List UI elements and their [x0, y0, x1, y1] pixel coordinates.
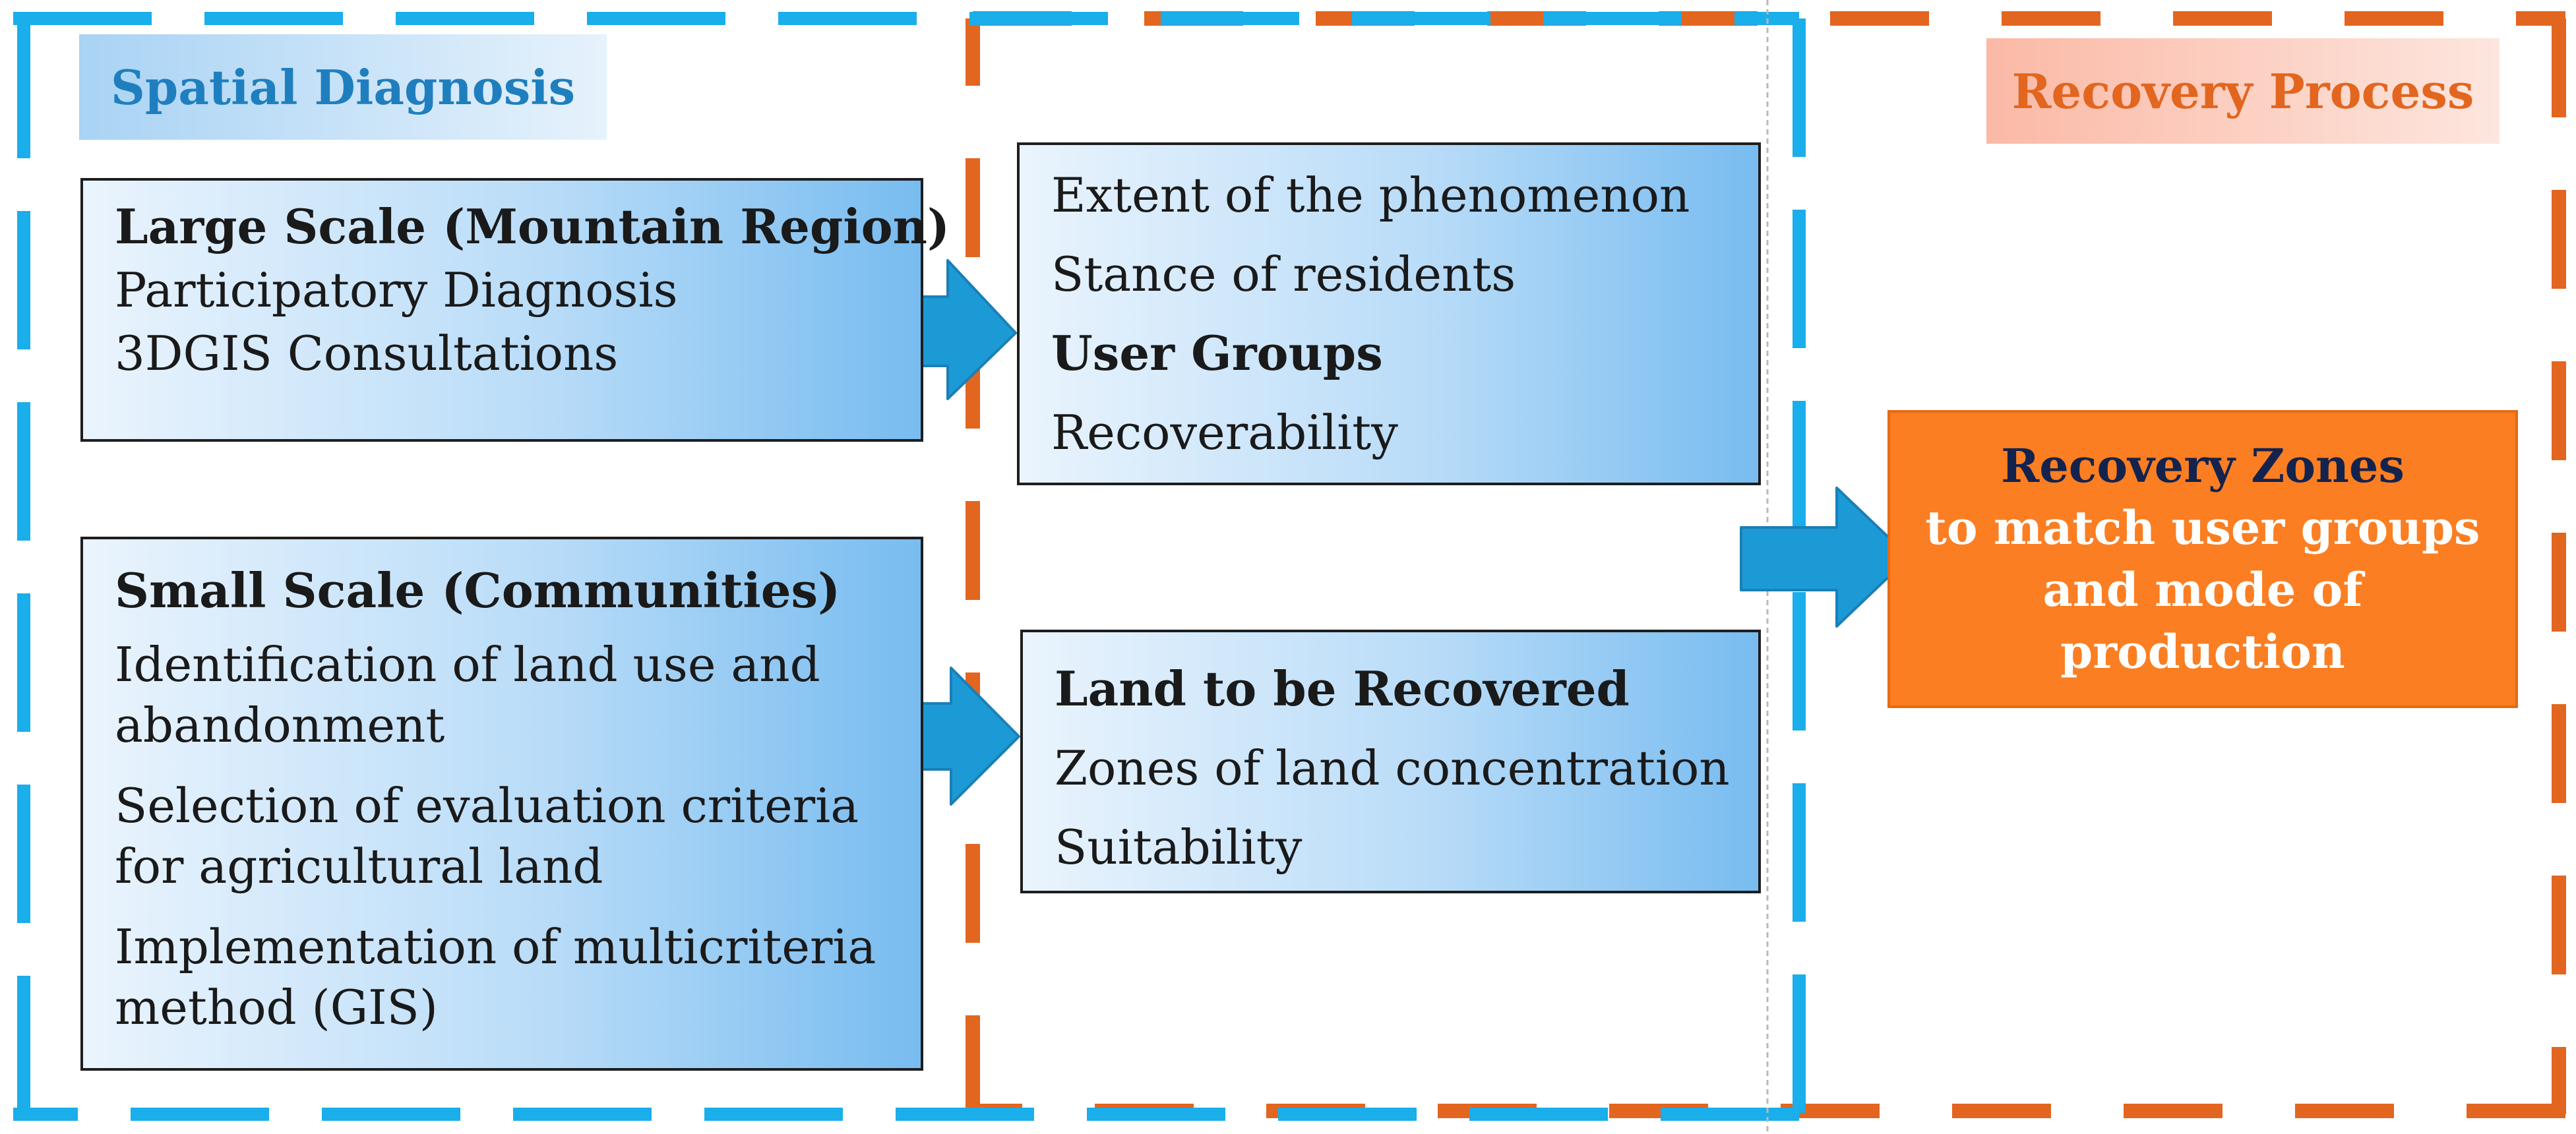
diagnosis-outcomes-box: Extent of the phenomenon Stance of resid…: [1017, 142, 1761, 485]
outcome-item: Stance of residents: [1051, 247, 1516, 302]
small-scale-item-line: Selection of evaluation criteria: [115, 778, 859, 833]
recovery-process-title: Recovery Process: [1986, 38, 2499, 144]
large-scale-box: Large Scale (Mountain Region) Participat…: [80, 178, 950, 442]
large-scale-item: Participatory Diagnosis: [115, 262, 678, 318]
land-item: Zones of land concentration: [1055, 740, 1730, 796]
large-scale-item: 3DGIS Consultations: [115, 326, 619, 381]
outcome-item: User Groups: [1051, 325, 1383, 381]
small-scale-box: Small Scale (Communities) Identification…: [80, 537, 923, 1071]
recovery-zones-line: and mode of: [2042, 562, 2363, 617]
spatial-diagnosis-dashed-frame: [13, 12, 1806, 1121]
small-scale-item-line: Identification of land use and: [115, 637, 820, 692]
small-scale-item: Selection of evaluation criteria for agr…: [115, 775, 889, 897]
recovery-zones-line: production: [2060, 624, 2345, 679]
arrow-right-icon: [1740, 487, 1911, 628]
small-scale-item-line: Implementation of multicriteria: [115, 919, 876, 974]
recovery-zones-box: Recovery Zones to match user groups and …: [1887, 410, 2518, 708]
land-heading: Land to be Recovered: [1055, 661, 1630, 717]
recovery-zones-line: to match user groups: [1925, 500, 2480, 555]
small-scale-item: Identification of land use and abandonme…: [115, 634, 889, 756]
outcome-item: Extent of the phenomenon: [1051, 167, 1690, 223]
land-to-be-recovered-box: Land to be Recovered Zones of land conce…: [1020, 630, 1761, 893]
spatial-diagnosis-title: Spatial Diagnosis: [79, 34, 607, 140]
small-scale-heading: Small Scale (Communities): [115, 562, 841, 618]
land-item: Suitability: [1055, 820, 1303, 875]
small-scale-item: Implementation of multicriteria method (…: [115, 916, 889, 1038]
small-scale-item-line: method (GIS): [115, 980, 438, 1035]
small-scale-item-line: abandonment: [115, 698, 445, 753]
recovery-zones-title: Recovery Zones: [2001, 438, 2405, 493]
outcome-item: Recoverability: [1051, 405, 1398, 460]
small-scale-item-line: for agricultural land: [115, 839, 603, 894]
large-scale-heading: Large Scale (Mountain Region): [115, 198, 950, 254]
